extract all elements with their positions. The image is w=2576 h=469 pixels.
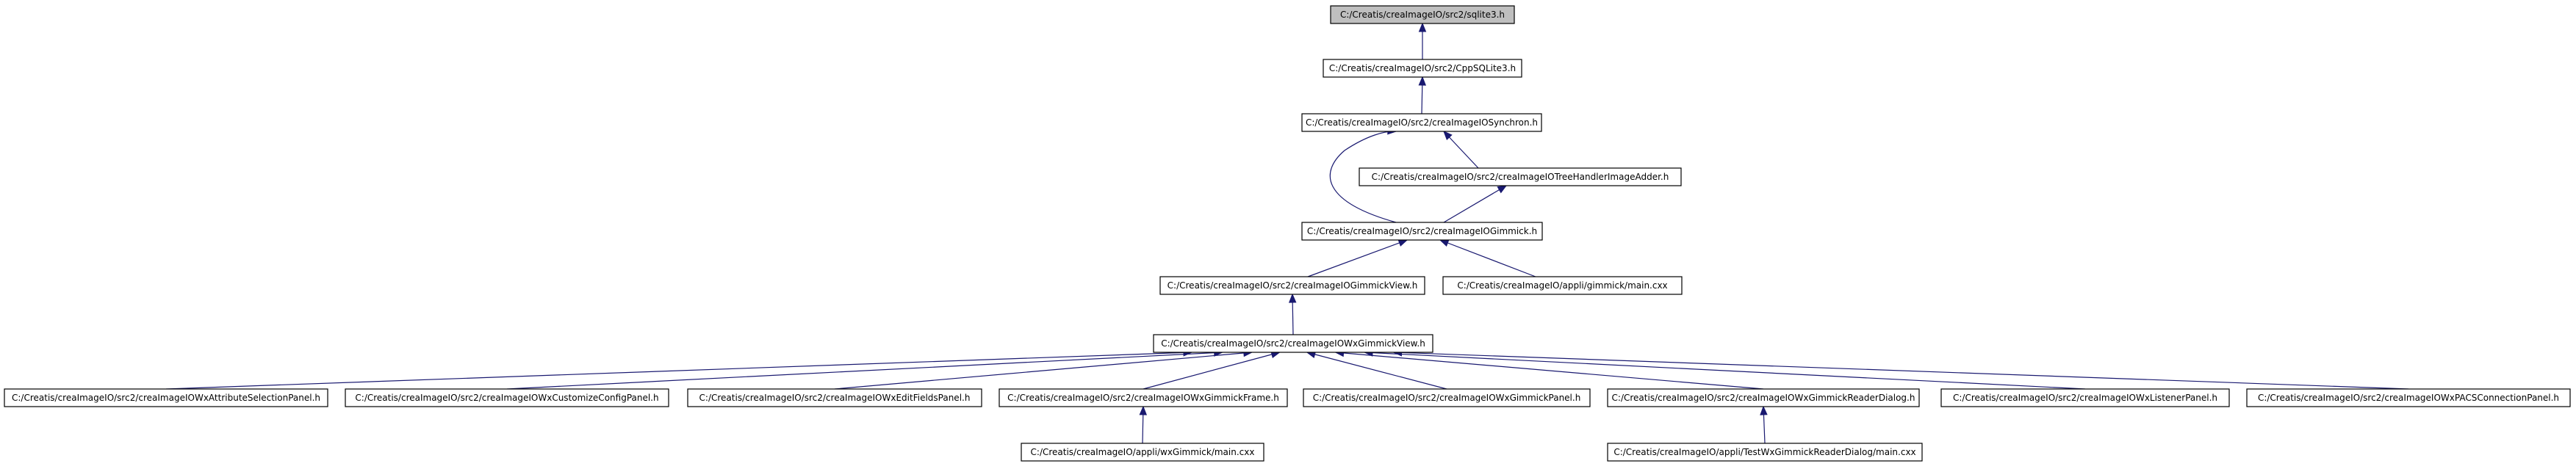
edge-n7-to-n5 — [1288, 293, 1297, 335]
node-n4[interactable]: C:/Creatis/creaImageIO/src2/creaImageIOG… — [1301, 222, 1543, 241]
edges-layer — [165, 22, 2409, 444]
node-box — [1330, 5, 1515, 24]
edge-n4-to-n3 — [1443, 185, 1508, 223]
arrowhead-icon — [1288, 293, 1297, 303]
node-label: C:/Creatis/creaImageIO/src2/creaImageIOW… — [355, 393, 658, 403]
node-label: C:/Creatis/creaImageIO/src2/creaImageIOW… — [1612, 393, 1915, 403]
node-label: C:/Creatis/creaImageIO/src2/sqlite3.h — [1340, 10, 1505, 20]
arrowhead-icon — [1439, 239, 1450, 247]
node-n1[interactable]: C:/Creatis/creaImageIO/src2/CppSQLite3.h — [1323, 59, 1522, 78]
node-n13[interactable]: C:/Creatis/creaImageIO/src2/creaImageIOW… — [1607, 388, 1920, 407]
node-label: C:/Creatis/creaImageIO/src2/creaImageIOG… — [1307, 226, 1537, 236]
edge-n3-to-n2 — [1443, 131, 1479, 169]
node-box — [345, 388, 669, 407]
node-n0[interactable]: C:/Creatis/creaImageIO/src2/sqlite3.h — [1330, 5, 1515, 24]
arrowhead-icon — [1443, 131, 1453, 140]
edge-line — [1307, 239, 1408, 277]
nodes-layer: C:/Creatis/creaImageIO/src2/sqlite3.hC:/… — [4, 5, 2571, 462]
edge-n1-to-n0 — [1418, 22, 1427, 59]
arrowhead-icon — [1418, 22, 1427, 32]
edge-line — [1335, 352, 1764, 390]
edge-line — [165, 352, 1192, 390]
node-label: C:/Creatis/creaImageIO/src2/creaImageIOT… — [1372, 172, 1669, 182]
node-label: C:/Creatis/creaImageIO/src2/CppSQLite3.h — [1329, 63, 1516, 73]
node-n16[interactable]: C:/Creatis/creaImageIO/appli/wxGimmick/m… — [1021, 443, 1264, 462]
node-n10[interactable]: C:/Creatis/creaImageIO/src2/creaImageIOW… — [687, 388, 982, 407]
arrowhead-icon — [1418, 76, 1427, 86]
node-label: C:/Creatis/creaImageIO/appli/TestWxGimmi… — [1613, 447, 1915, 457]
node-n14[interactable]: C:/Creatis/creaImageIO/src2/creaImageIOW… — [1940, 388, 2230, 407]
node-n15[interactable]: C:/Creatis/creaImageIO/src2/creaImageIOW… — [2246, 388, 2571, 407]
node-n11[interactable]: C:/Creatis/creaImageIO/src2/creaImageIOW… — [999, 388, 1288, 407]
edge-n5-to-n4 — [1307, 239, 1408, 277]
node-label: C:/Creatis/creaImageIO/src2/creaImageIOW… — [1161, 338, 1425, 349]
node-label: C:/Creatis/creaImageIO/src2/creaImageIOW… — [2258, 393, 2559, 403]
node-label: C:/Creatis/creaImageIO/src2/creaImageIOG… — [1168, 280, 1418, 291]
node-box — [687, 388, 982, 407]
node-n8[interactable]: C:/Creatis/creaImageIO/src2/creaImageIOW… — [4, 388, 328, 407]
node-n17[interactable]: C:/Creatis/creaImageIO/appli/TestWxGimmi… — [1607, 443, 1923, 462]
node-box — [1303, 388, 1591, 407]
node-box — [1940, 388, 2230, 407]
edge-line — [1143, 352, 1280, 390]
node-label: C:/Creatis/creaImageIO/src2/creaImageIOW… — [12, 393, 320, 403]
node-box — [1159, 276, 1425, 295]
edge-line — [834, 352, 1252, 390]
node-box — [1607, 443, 1923, 462]
arrowhead-icon — [1760, 405, 1768, 415]
edge-line — [1329, 131, 1397, 223]
node-box — [999, 388, 1288, 407]
node-n7[interactable]: C:/Creatis/creaImageIO/src2/creaImageIOW… — [1153, 334, 1433, 353]
edge-line — [1439, 239, 1536, 277]
edge-line — [1364, 352, 2086, 390]
node-n5[interactable]: C:/Creatis/creaImageIO/src2/creaImageIOG… — [1159, 276, 1425, 295]
node-box — [1301, 222, 1543, 241]
node-label: C:/Creatis/creaImageIO/src2/creaImageIOW… — [699, 393, 971, 403]
node-label: C:/Creatis/creaImageIO/src2/creaImageIOS… — [1306, 117, 1538, 128]
node-label: C:/Creatis/creaImageIO/appli/wxGimmick/m… — [1031, 447, 1255, 457]
node-box — [1359, 167, 1682, 186]
edge-n17-to-n13 — [1760, 405, 1768, 444]
node-n9[interactable]: C:/Creatis/creaImageIO/src2/creaImageIOW… — [345, 388, 669, 407]
node-box — [1607, 388, 1920, 407]
node-box — [1323, 59, 1522, 78]
edge-n11-to-n7 — [1143, 350, 1281, 390]
edge-n16-to-n11 — [1139, 405, 1148, 444]
node-n2[interactable]: C:/Creatis/creaImageIO/src2/creaImageIOS… — [1301, 113, 1542, 132]
arrowhead-icon — [1139, 405, 1148, 415]
node-n6[interactable]: C:/Creatis/creaImageIO/appli/gimmick/mai… — [1442, 276, 1683, 295]
edge-line — [1306, 352, 1447, 390]
node-box — [1021, 443, 1264, 462]
edge-n2-to-n1 — [1418, 76, 1427, 114]
node-box — [2246, 388, 2571, 407]
node-box — [4, 388, 328, 407]
edge-line — [1443, 185, 1507, 223]
node-box — [1442, 276, 1683, 295]
edge-line — [1393, 352, 2409, 390]
node-label: C:/Creatis/creaImageIO/src2/creaImageIOW… — [1953, 393, 2217, 403]
node-label: C:/Creatis/creaImageIO/src2/creaImageIOW… — [1313, 393, 1581, 403]
node-n3[interactable]: C:/Creatis/creaImageIO/src2/creaImageIOT… — [1359, 167, 1682, 186]
node-box — [1301, 113, 1542, 132]
node-n12[interactable]: C:/Creatis/creaImageIO/src2/creaImageIOW… — [1303, 388, 1591, 407]
edge-n12-to-n7 — [1306, 350, 1447, 390]
edge-line — [506, 352, 1223, 390]
arrowhead-icon — [1397, 239, 1408, 247]
node-box — [1153, 334, 1433, 353]
edge-n8-to-n7 — [165, 349, 1193, 390]
arrowhead-icon — [1497, 185, 1508, 194]
edge-n6-to-n4 — [1439, 239, 1536, 277]
node-label: C:/Creatis/creaImageIO/appli/gimmick/mai… — [1457, 280, 1667, 291]
edge-n15-to-n7 — [1392, 349, 2409, 390]
node-label: C:/Creatis/creaImageIO/src2/creaImageIOW… — [1007, 393, 1279, 403]
